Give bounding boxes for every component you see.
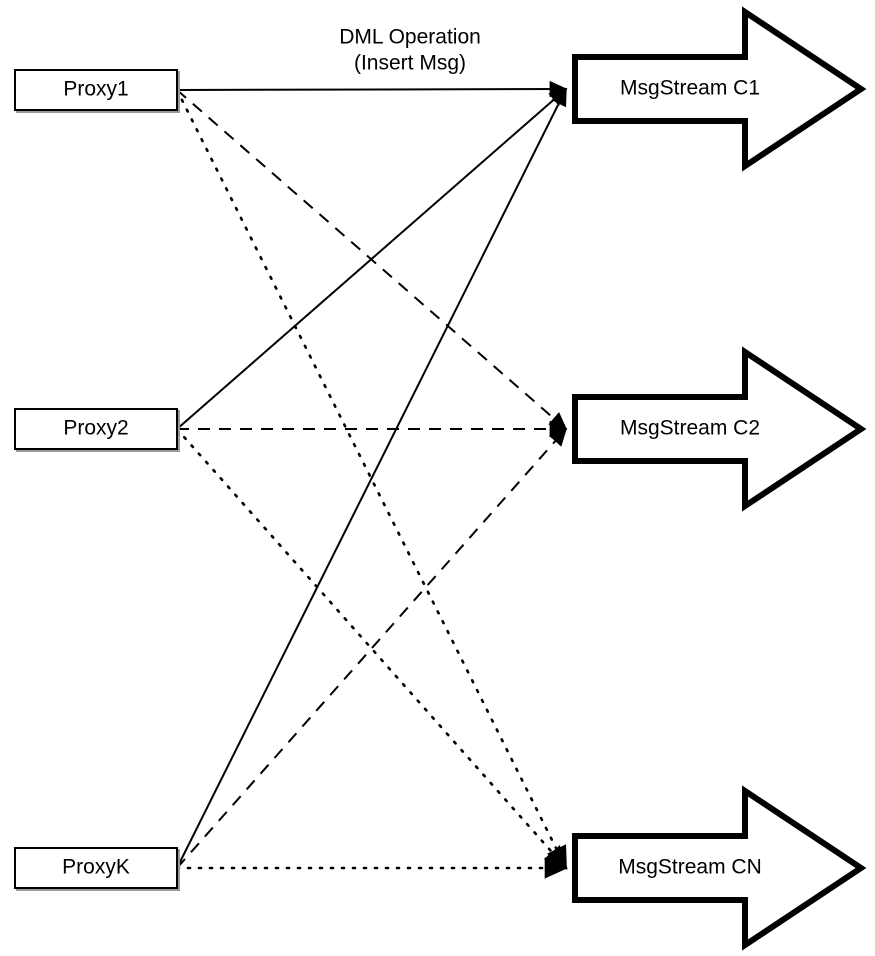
stream-msgstream_c2[interactable]: MsgStream C2 bbox=[572, 346, 867, 512]
edge-proxy1-to-cn bbox=[175, 88, 568, 870]
edge-proxyk-to-c1 bbox=[176, 87, 567, 869]
node-label: Proxy2 bbox=[63, 417, 128, 440]
stream-arrow-shape bbox=[572, 346, 867, 512]
stream-label: MsgStream CN bbox=[618, 856, 762, 879]
annotation-layer: DML Operation (Insert Msg) bbox=[339, 26, 481, 75]
edge-proxy1-to-c1 bbox=[176, 80, 568, 98]
node-box-border bbox=[14, 847, 178, 889]
stream-label: MsgStream C1 bbox=[620, 77, 760, 100]
node-label: Proxy1 bbox=[63, 78, 128, 101]
stream-arrow-shape bbox=[572, 785, 867, 951]
dml-operation-label-line1: DML Operation bbox=[339, 26, 481, 49]
stream-label: MsgStream C2 bbox=[620, 417, 760, 440]
node-proxy2[interactable]: Proxy2 bbox=[14, 408, 180, 452]
dml-operation-label-line2: (Insert Msg) bbox=[354, 52, 466, 75]
streams-layer: MsgStream C1 MsgStream C2 MsgStream CN bbox=[572, 6, 867, 951]
stream-msgstream_c1[interactable]: MsgStream C1 bbox=[572, 6, 867, 172]
node-proxy1[interactable]: Proxy1 bbox=[14, 69, 180, 113]
edge-proxy2-to-cn bbox=[175, 427, 568, 870]
stream-arrow-shape bbox=[572, 6, 867, 172]
stream-msgstream_cn[interactable]: MsgStream CN bbox=[572, 785, 867, 951]
edge-proxyk-to-c2 bbox=[176, 427, 568, 869]
edges-layer bbox=[175, 80, 569, 879]
node-box-border bbox=[14, 69, 178, 111]
node-proxyk[interactable]: ProxyK bbox=[14, 847, 180, 891]
edge-proxy2-to-c1 bbox=[176, 87, 568, 430]
node-box-border bbox=[14, 408, 178, 450]
node-label: ProxyK bbox=[62, 856, 130, 879]
